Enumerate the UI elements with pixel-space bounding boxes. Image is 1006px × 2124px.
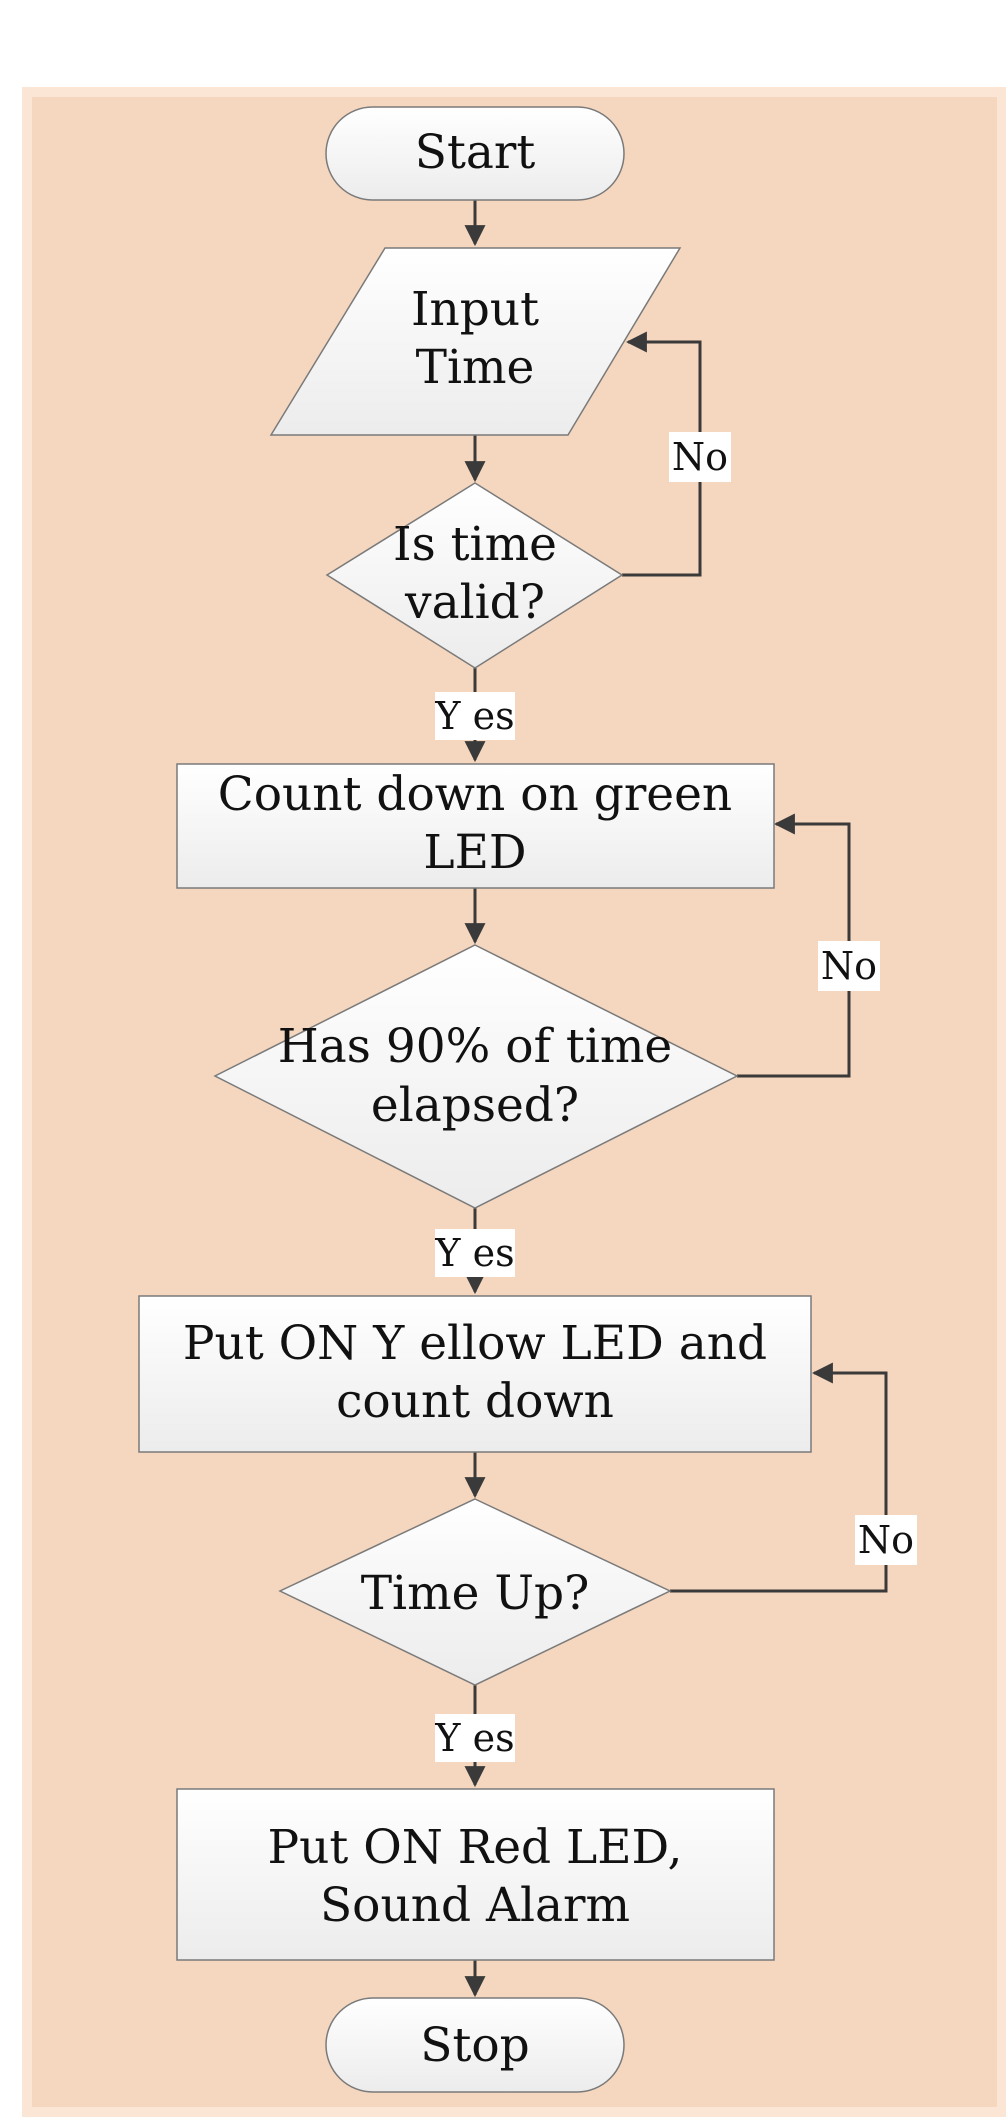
timeup-no-label-bg [855, 1515, 917, 1565]
start-terminator [325, 106, 625, 201]
has-90-elapsed-label-line2: elapsed? [371, 1078, 579, 1133]
valid-yes-label: Y es [434, 694, 514, 738]
red-led-process [176, 1788, 775, 1961]
elapsed-no-label-bg [818, 941, 880, 991]
valid-no-label-bg [669, 432, 731, 482]
timeup-no-label: No [858, 1518, 914, 1562]
input-time-parallelogram [269, 247, 682, 436]
count-green-process [176, 763, 775, 889]
timeup-yes-label: Y es [434, 1716, 514, 1760]
time-up-decision [278, 1498, 672, 1686]
connector-timeup-no-loop [670, 1362, 888, 1593]
count-green-label-line2: LED [423, 825, 526, 880]
red-led-label-line1: Put ON Red LED, [267, 1820, 682, 1875]
has-90-elapsed-label-line1: Has 90% of time [278, 1019, 672, 1074]
start-label: Start [415, 125, 536, 180]
input-time-label-line2: Time [416, 340, 535, 395]
timeup-yes-label-bg [435, 1714, 515, 1762]
red-led-label-line2: Sound Alarm [320, 1878, 630, 1933]
elapsed-yes-label: Y es [434, 1231, 514, 1275]
valid-no-label: No [672, 435, 728, 479]
has-90-elapsed-decision [213, 944, 739, 1209]
stop-label: Stop [420, 2018, 529, 2073]
yellow-led-process [138, 1295, 812, 1453]
is-time-valid-label-line1: Is time [393, 517, 557, 572]
time-up-label: Time Up? [361, 1566, 590, 1621]
yellow-led-label-line1: Put ON Y ellow LED and [183, 1316, 767, 1371]
valid-yes-label-bg [435, 692, 515, 740]
yellow-led-label-line2: count down [336, 1374, 614, 1429]
is-time-valid-label-line2: valid? [404, 575, 545, 630]
input-time-label-line1: Input [411, 282, 539, 337]
elapsed-no-label: No [821, 944, 877, 988]
is-time-valid-decision [325, 482, 624, 669]
elapsed-yes-label-bg [435, 1229, 515, 1277]
count-green-label-line1: Count down on green [218, 767, 732, 822]
stop-terminator [325, 1997, 625, 2093]
